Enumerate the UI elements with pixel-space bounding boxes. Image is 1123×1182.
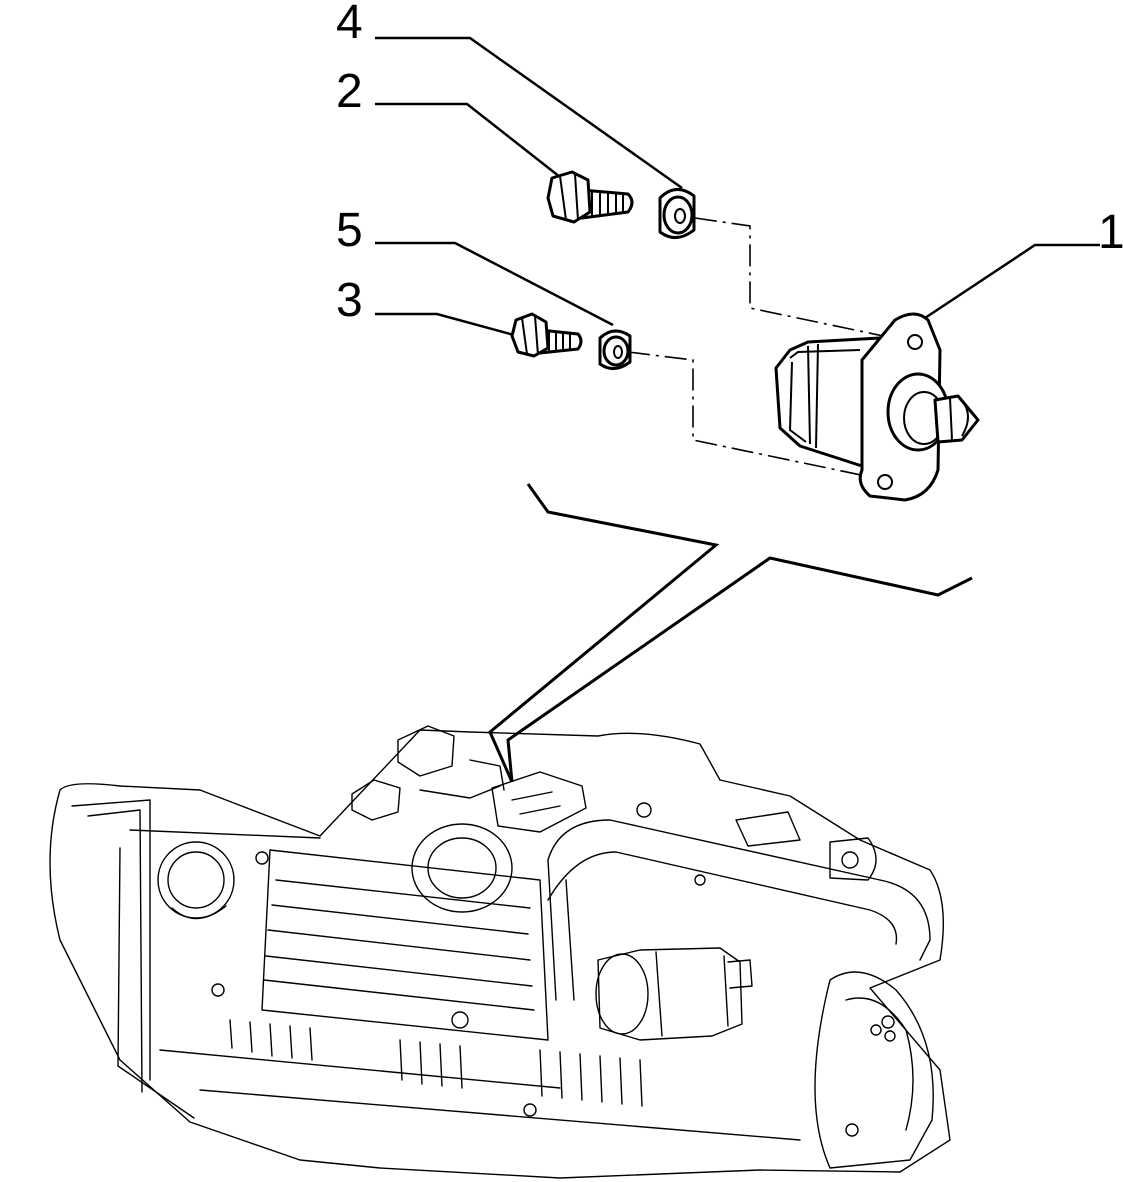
location-pointer [488, 483, 973, 783]
leader-line-2 [375, 102, 561, 178]
leader-line-3 [375, 312, 526, 340]
axis-line-upper [694, 217, 913, 343]
leader-line-1 [924, 243, 1100, 320]
pointer-bracket-right [506, 556, 973, 783]
assembly-axis-lines [627, 217, 913, 481]
bolt-lower [510, 312, 583, 358]
callout-3: 3 [336, 274, 363, 327]
pointer-bracket-left [488, 483, 720, 783]
washer-lower [598, 329, 632, 370]
axis-line-lower [627, 351, 886, 481]
washer-upper [658, 188, 696, 239]
bolt-upper [546, 170, 634, 224]
callout-5: 5 [336, 204, 363, 257]
callout-4: 4 [336, 0, 363, 49]
callout-2: 2 [336, 65, 363, 118]
leader-line-4 [375, 36, 683, 190]
callout-1: 1 [1098, 206, 1123, 259]
idle-air-control-valve [774, 312, 980, 502]
engine-outline [49, 725, 951, 1179]
leader-lines [375, 36, 1100, 340]
leader-line-5 [375, 241, 614, 327]
